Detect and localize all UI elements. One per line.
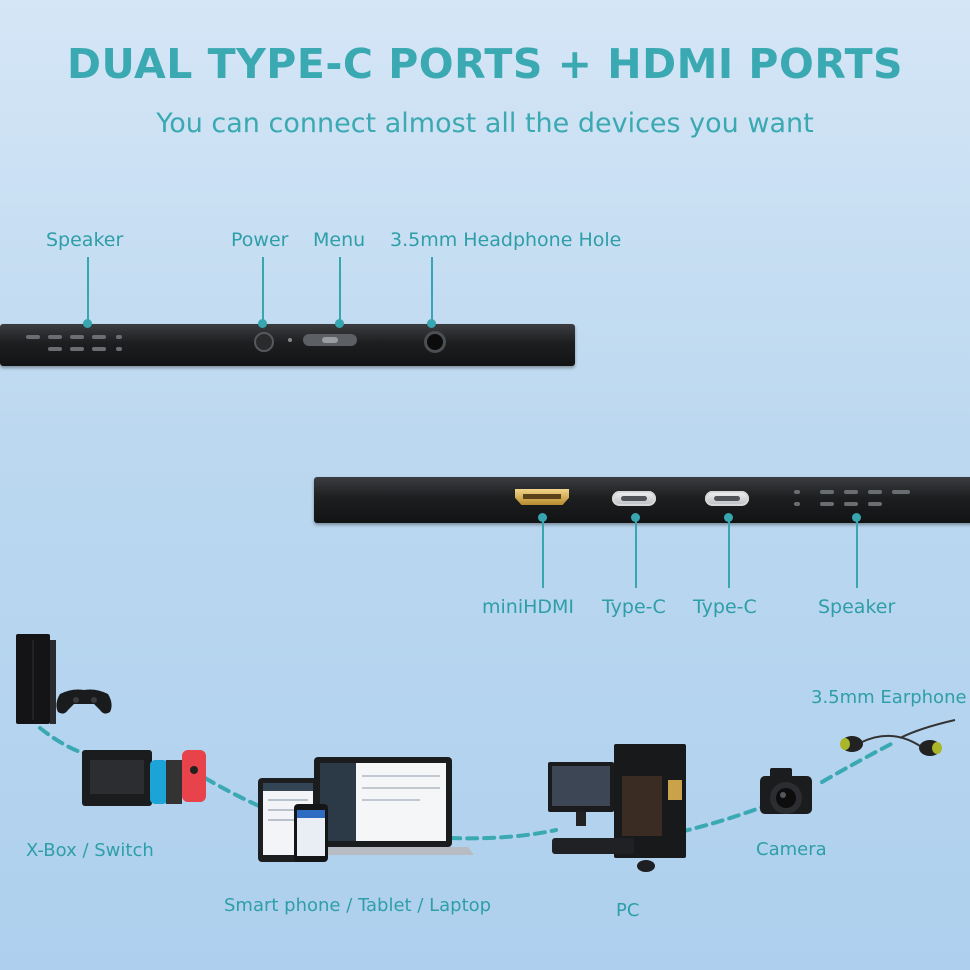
switch-console-icon	[82, 750, 206, 806]
headphone-jack	[424, 331, 446, 353]
dot-speaker-top	[83, 319, 92, 328]
speaker-grill-top	[26, 333, 136, 357]
label-mobile: Smart phone / Tablet / Laptop	[224, 895, 492, 916]
smartphone-icon	[294, 804, 328, 862]
dot-minihdmi	[538, 513, 547, 522]
label-console: X-Box / Switch	[26, 840, 154, 861]
leader-headphone	[431, 257, 433, 321]
label-menu: Menu	[313, 229, 366, 251]
speaker-grill-side	[794, 488, 914, 512]
monitor-top-edge	[0, 324, 575, 366]
pc-icon	[548, 744, 686, 872]
leader-minihdmi	[542, 520, 544, 588]
label-headphone-hole: 3.5mm Headphone Hole	[390, 229, 622, 251]
label-earphone: 3.5mm Earphone	[811, 687, 967, 708]
label-pc: PC	[616, 900, 640, 921]
leader-typec-2	[728, 520, 730, 588]
laptop-icon	[294, 757, 474, 855]
dot-power	[258, 319, 267, 328]
label-typec-2: Type-C	[693, 596, 757, 618]
connection-curve	[38, 726, 897, 841]
indicator-light	[288, 338, 292, 342]
label-typec-1: Type-C	[602, 596, 666, 618]
power-button[interactable]	[254, 332, 274, 352]
label-speaker-side: Speaker	[818, 596, 896, 618]
menu-toggle[interactable]	[303, 334, 357, 346]
minihdmi-port	[515, 489, 569, 505]
leader-power	[262, 257, 264, 321]
leader-speaker-top	[87, 257, 89, 321]
game-console-icon	[16, 634, 112, 724]
camera-icon	[760, 768, 812, 814]
leader-speaker-side	[856, 520, 858, 588]
dot-speaker-side	[852, 513, 861, 522]
label-power: Power	[231, 229, 289, 251]
leader-typec-1	[635, 520, 637, 588]
label-camera: Camera	[756, 839, 827, 860]
dot-headphone	[427, 319, 436, 328]
page-title: DUAL TYPE-C PORTS + HDMI PORTS	[66, 40, 904, 88]
label-minihdmi: miniHDMI	[482, 596, 575, 618]
page-subtitle: You can connect almost all the devices y…	[156, 108, 814, 139]
typec-port-2	[705, 491, 749, 506]
dot-menu	[335, 319, 344, 328]
dot-typec-2	[724, 513, 733, 522]
leader-menu	[339, 257, 341, 321]
earphone-icon	[840, 719, 956, 756]
label-speaker-top: Speaker	[46, 229, 124, 251]
dot-typec-1	[631, 513, 640, 522]
typec-port-1	[612, 491, 656, 506]
